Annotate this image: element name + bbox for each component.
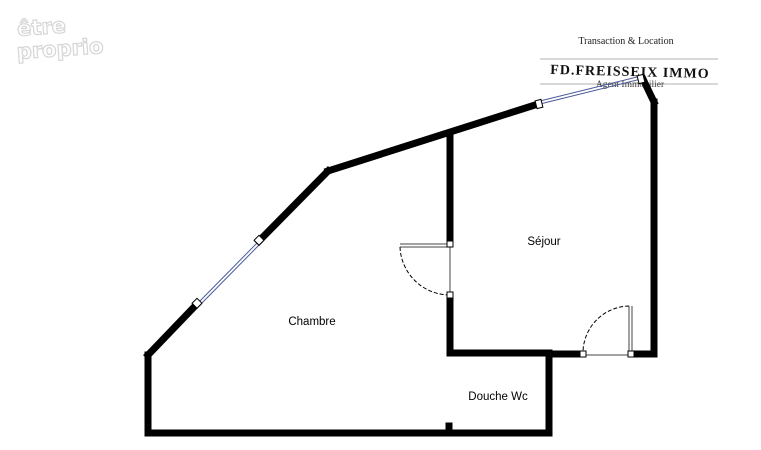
window-top-right (534, 73, 646, 110)
wall-top-diagonal (323, 99, 543, 176)
wall-chambre-lower-diagonal (143, 299, 202, 360)
watermark-logo: être proprio (15, 13, 105, 65)
outer-walls (143, 74, 659, 437)
agency-subtitle: Agent Immobilier (596, 80, 665, 90)
agency-tagline: Transaction & Location (578, 36, 673, 47)
agency-name: FD.FREISSEIX IMMO (550, 63, 710, 82)
wall-chambre-upper-diagonal (254, 166, 333, 246)
watermark-line-1: être (16, 14, 66, 41)
door-entry (579, 305, 635, 358)
room-label-sejour: Séjour (527, 236, 560, 248)
agency-logo: Transaction & Location FD.FREISSEIX IMMO… (540, 36, 718, 90)
window-chambre (191, 234, 265, 309)
room-label-chambre: Chambre (288, 316, 335, 328)
room-label-douche-wc: Douche Wc (468, 391, 528, 403)
interior-walls (445, 133, 553, 437)
wall-corner-top-right (638, 74, 659, 107)
watermark-line-2: proprio (16, 34, 104, 64)
door-chambre-sejour (399, 240, 454, 299)
